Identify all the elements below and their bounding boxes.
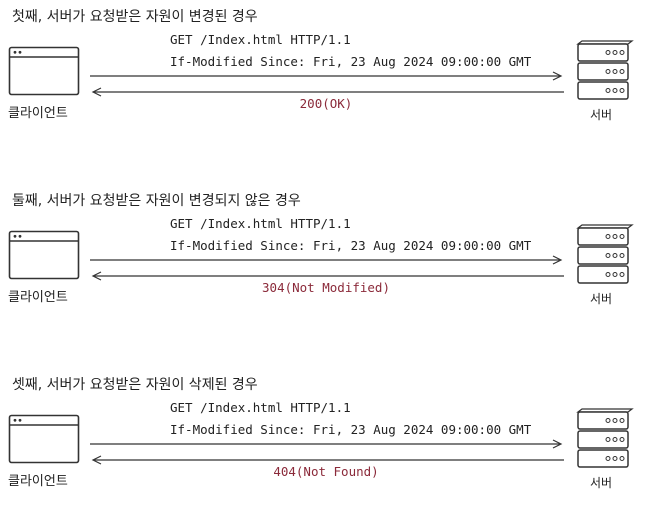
- if-modified-since-header: If-Modified Since: Fri, 23 Aug 2024 09:0…: [170, 54, 532, 69]
- scenario-deleted: 셋째, 서버가 요청받은 자원이 삭제된 경우 클라이언트 GET /Index…: [0, 368, 650, 528]
- if-modified-since-header: If-Modified Since: Fri, 23 Aug 2024 09:0…: [170, 238, 532, 253]
- request-line: GET /Index.html HTTP/1.1: [170, 216, 351, 231]
- response-status: 404(Not Found): [273, 464, 379, 479]
- scenario-title: 둘째, 서버가 요청받은 자원이 변경되지 않은 경우: [12, 193, 301, 209]
- server-rack-icon: [576, 224, 634, 284]
- browser-window-icon: [8, 414, 80, 464]
- server-rack-icon: [576, 408, 634, 468]
- request-line: GET /Index.html HTTP/1.1: [170, 400, 351, 415]
- server-label: 서버: [590, 292, 613, 306]
- response-status: 200(OK): [299, 96, 353, 111]
- scenario-title: 첫째, 서버가 요청받은 자원이 변경된 경우: [12, 9, 258, 25]
- server-rack-icon: [576, 40, 634, 100]
- response-status: 304(Not Modified): [262, 280, 390, 295]
- server-label: 서버: [590, 108, 613, 122]
- client-label: 클라이언트: [8, 290, 68, 305]
- request-line: GET /Index.html HTTP/1.1: [170, 32, 351, 47]
- scenario-not-modified: 둘째, 서버가 요청받은 자원이 변경되지 않은 경우 클라이언트 GET /I…: [0, 184, 650, 344]
- request-response-arrows: [90, 255, 564, 281]
- server-label: 서버: [590, 476, 613, 490]
- browser-window-icon: [8, 230, 80, 280]
- scenario-title: 셋째, 서버가 요청받은 자원이 삭제된 경우: [12, 377, 258, 393]
- browser-window-icon: [8, 46, 80, 96]
- request-response-arrows: [90, 439, 564, 465]
- client-label: 클라이언트: [8, 474, 68, 489]
- scenario-changed: 첫째, 서버가 요청받은 자원이 변경된 경우 클라이언트 GET /Index…: [0, 0, 650, 160]
- client-label: 클라이언트: [8, 106, 68, 121]
- if-modified-since-header: If-Modified Since: Fri, 23 Aug 2024 09:0…: [170, 422, 532, 437]
- request-response-arrows: [90, 71, 564, 97]
